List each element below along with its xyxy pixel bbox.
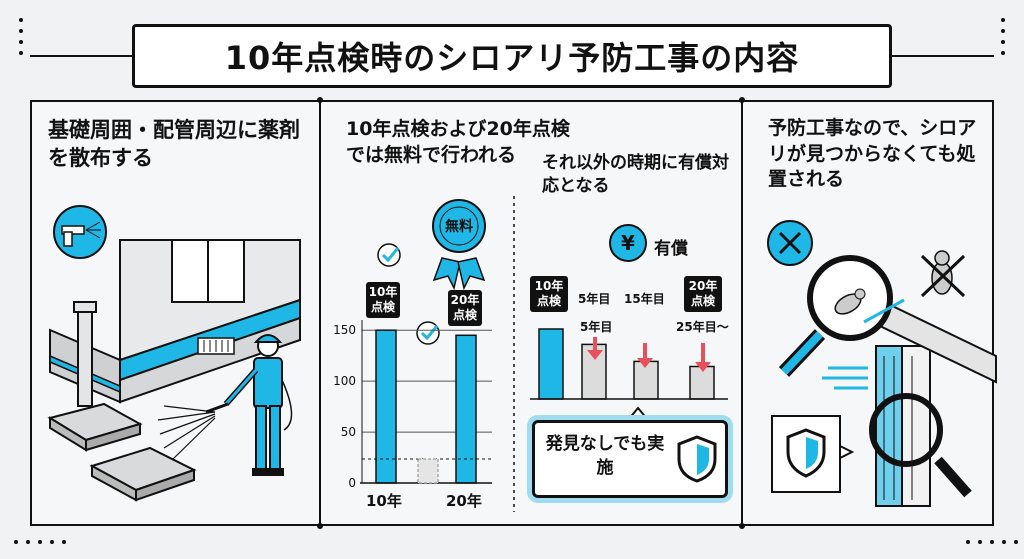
tag-20y-paid: 20年点検 bbox=[684, 276, 722, 312]
check-icon bbox=[377, 243, 401, 267]
house-wall bbox=[49, 239, 301, 404]
yen-coin-icon bbox=[609, 224, 647, 262]
col3-heading: それ以外の時期に有償対応となる bbox=[542, 153, 729, 196]
magnifier-icon bbox=[869, 393, 972, 498]
year-label-5a: 5年目 bbox=[578, 292, 611, 306]
year-label-5b: 5年目 bbox=[580, 320, 613, 334]
shield-icon bbox=[677, 435, 717, 483]
tag-10y-paid-text: 10年点検 bbox=[534, 279, 564, 308]
corner-dots-bottom-left bbox=[14, 540, 66, 544]
worker-figure bbox=[205, 334, 293, 476]
divider-2 bbox=[741, 100, 743, 526]
down-arrow-icon bbox=[587, 337, 603, 360]
col2-heading: 10年点検および20年点検では無料で行われる bbox=[346, 118, 570, 166]
down-arrow-icon bbox=[637, 343, 653, 368]
badge-label: 無料 bbox=[445, 218, 473, 235]
empty-bar-placeholder bbox=[417, 458, 439, 484]
scan-lines bbox=[822, 298, 905, 390]
divider-node bbox=[317, 523, 323, 529]
stepping-stones bbox=[47, 402, 197, 502]
vent bbox=[197, 337, 235, 355]
divider-1 bbox=[319, 100, 321, 526]
title-rule-left bbox=[30, 55, 132, 57]
pipe bbox=[73, 301, 97, 407]
paid-label: 有償 bbox=[654, 239, 688, 259]
bar-15年目 bbox=[633, 360, 659, 400]
divider-node bbox=[317, 97, 323, 103]
corner-dots-top-right bbox=[998, 18, 1008, 62]
page-title: 10年点検時のシロアリ予防工事の内容 bbox=[132, 24, 892, 88]
y-tick-label: 100 bbox=[333, 374, 356, 388]
tag-10y-text: 10年点検 bbox=[368, 285, 398, 314]
callout-box: 発見なしでも実施 bbox=[532, 420, 728, 498]
x-label-10y: 10年 bbox=[366, 492, 402, 510]
ribbon-badge-icon bbox=[432, 199, 486, 291]
tag-10y: 10年点検 bbox=[366, 282, 400, 318]
corner-dots-top-left bbox=[16, 18, 26, 62]
tag-20y-paid-text: 20年点検 bbox=[688, 279, 718, 308]
cross-icon bbox=[767, 220, 813, 266]
spray-gun-icon bbox=[53, 205, 107, 259]
shield-icon bbox=[771, 415, 855, 493]
divider-node bbox=[739, 97, 745, 103]
y-tick-label: 150 bbox=[333, 323, 356, 337]
callout-text: 発見なしでも実施 bbox=[545, 434, 665, 478]
wood-beam bbox=[875, 298, 997, 507]
yen-symbol: ¥ bbox=[621, 231, 635, 255]
tag-20y-text: 20年点検 bbox=[450, 293, 480, 322]
divider-node bbox=[739, 523, 745, 529]
col4-heading: 予防工事なので、シロアリが見つからなくても処置される bbox=[768, 117, 977, 191]
title-rule-right bbox=[892, 55, 994, 57]
col1-heading: 基礎周囲・配管周辺に薬剤を散布する bbox=[48, 118, 300, 171]
x-label-20y: 20年 bbox=[446, 492, 482, 510]
y-tick-label: 50 bbox=[341, 425, 356, 439]
tag-20y: 20年点検 bbox=[448, 290, 482, 326]
termite-icon bbox=[920, 250, 966, 298]
year-label-25: 25年目〜 bbox=[676, 320, 729, 334]
tag-10y-paid: 10年点検 bbox=[530, 276, 568, 312]
down-arrow-icon bbox=[695, 343, 711, 372]
year-label-15: 15年目 bbox=[624, 292, 665, 306]
y-tick-label: 0 bbox=[348, 476, 356, 490]
corner-dots-bottom-right bbox=[966, 540, 1018, 544]
